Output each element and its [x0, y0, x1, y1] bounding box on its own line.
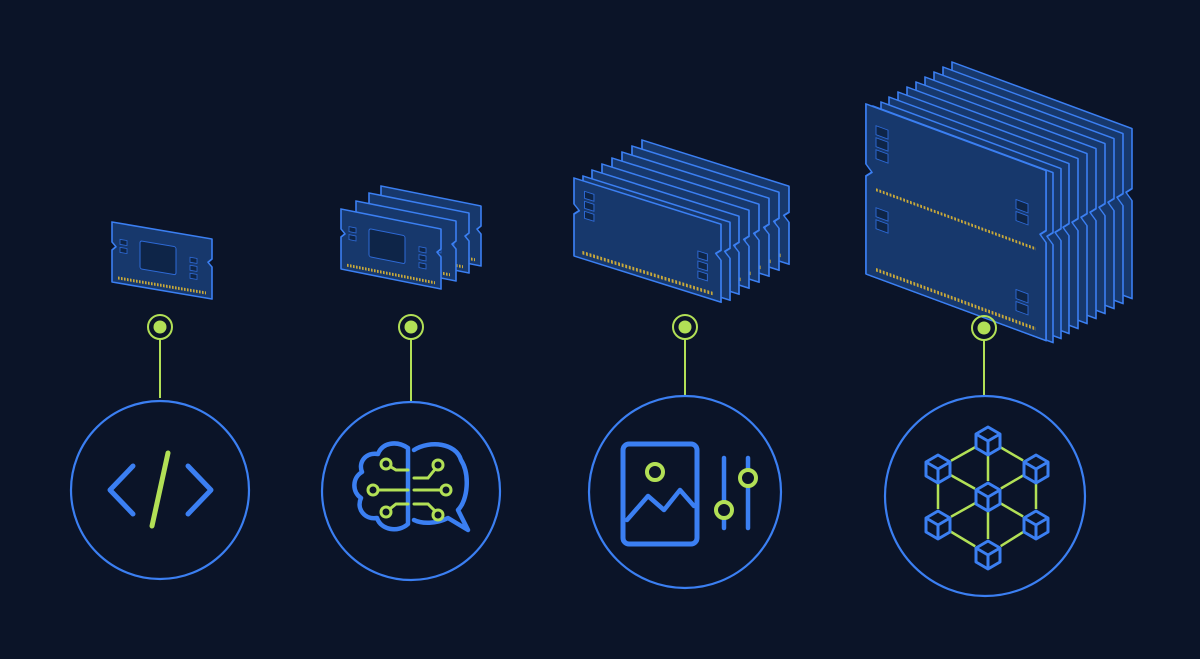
connector-ai: [398, 314, 424, 403]
icon-circle-media: [587, 394, 783, 590]
cube-network-icon: [923, 425, 1051, 571]
brain-chat-icon: [352, 441, 471, 533]
connector-media: [672, 314, 698, 397]
icon-circle-network: [883, 394, 1087, 598]
memory-stack-media: [572, 138, 791, 305]
code-brackets-icon: [107, 450, 214, 529]
memory-stack-code: [110, 220, 214, 301]
memory-stack-ai: [339, 184, 483, 291]
memory-stack-network: [864, 60, 1134, 345]
icon-circle-code: [69, 399, 251, 581]
connector-network: [971, 315, 997, 395]
icon-circle-ai: [320, 400, 502, 582]
image-sliders-icon: [620, 441, 758, 547]
connector-code: [147, 314, 173, 398]
